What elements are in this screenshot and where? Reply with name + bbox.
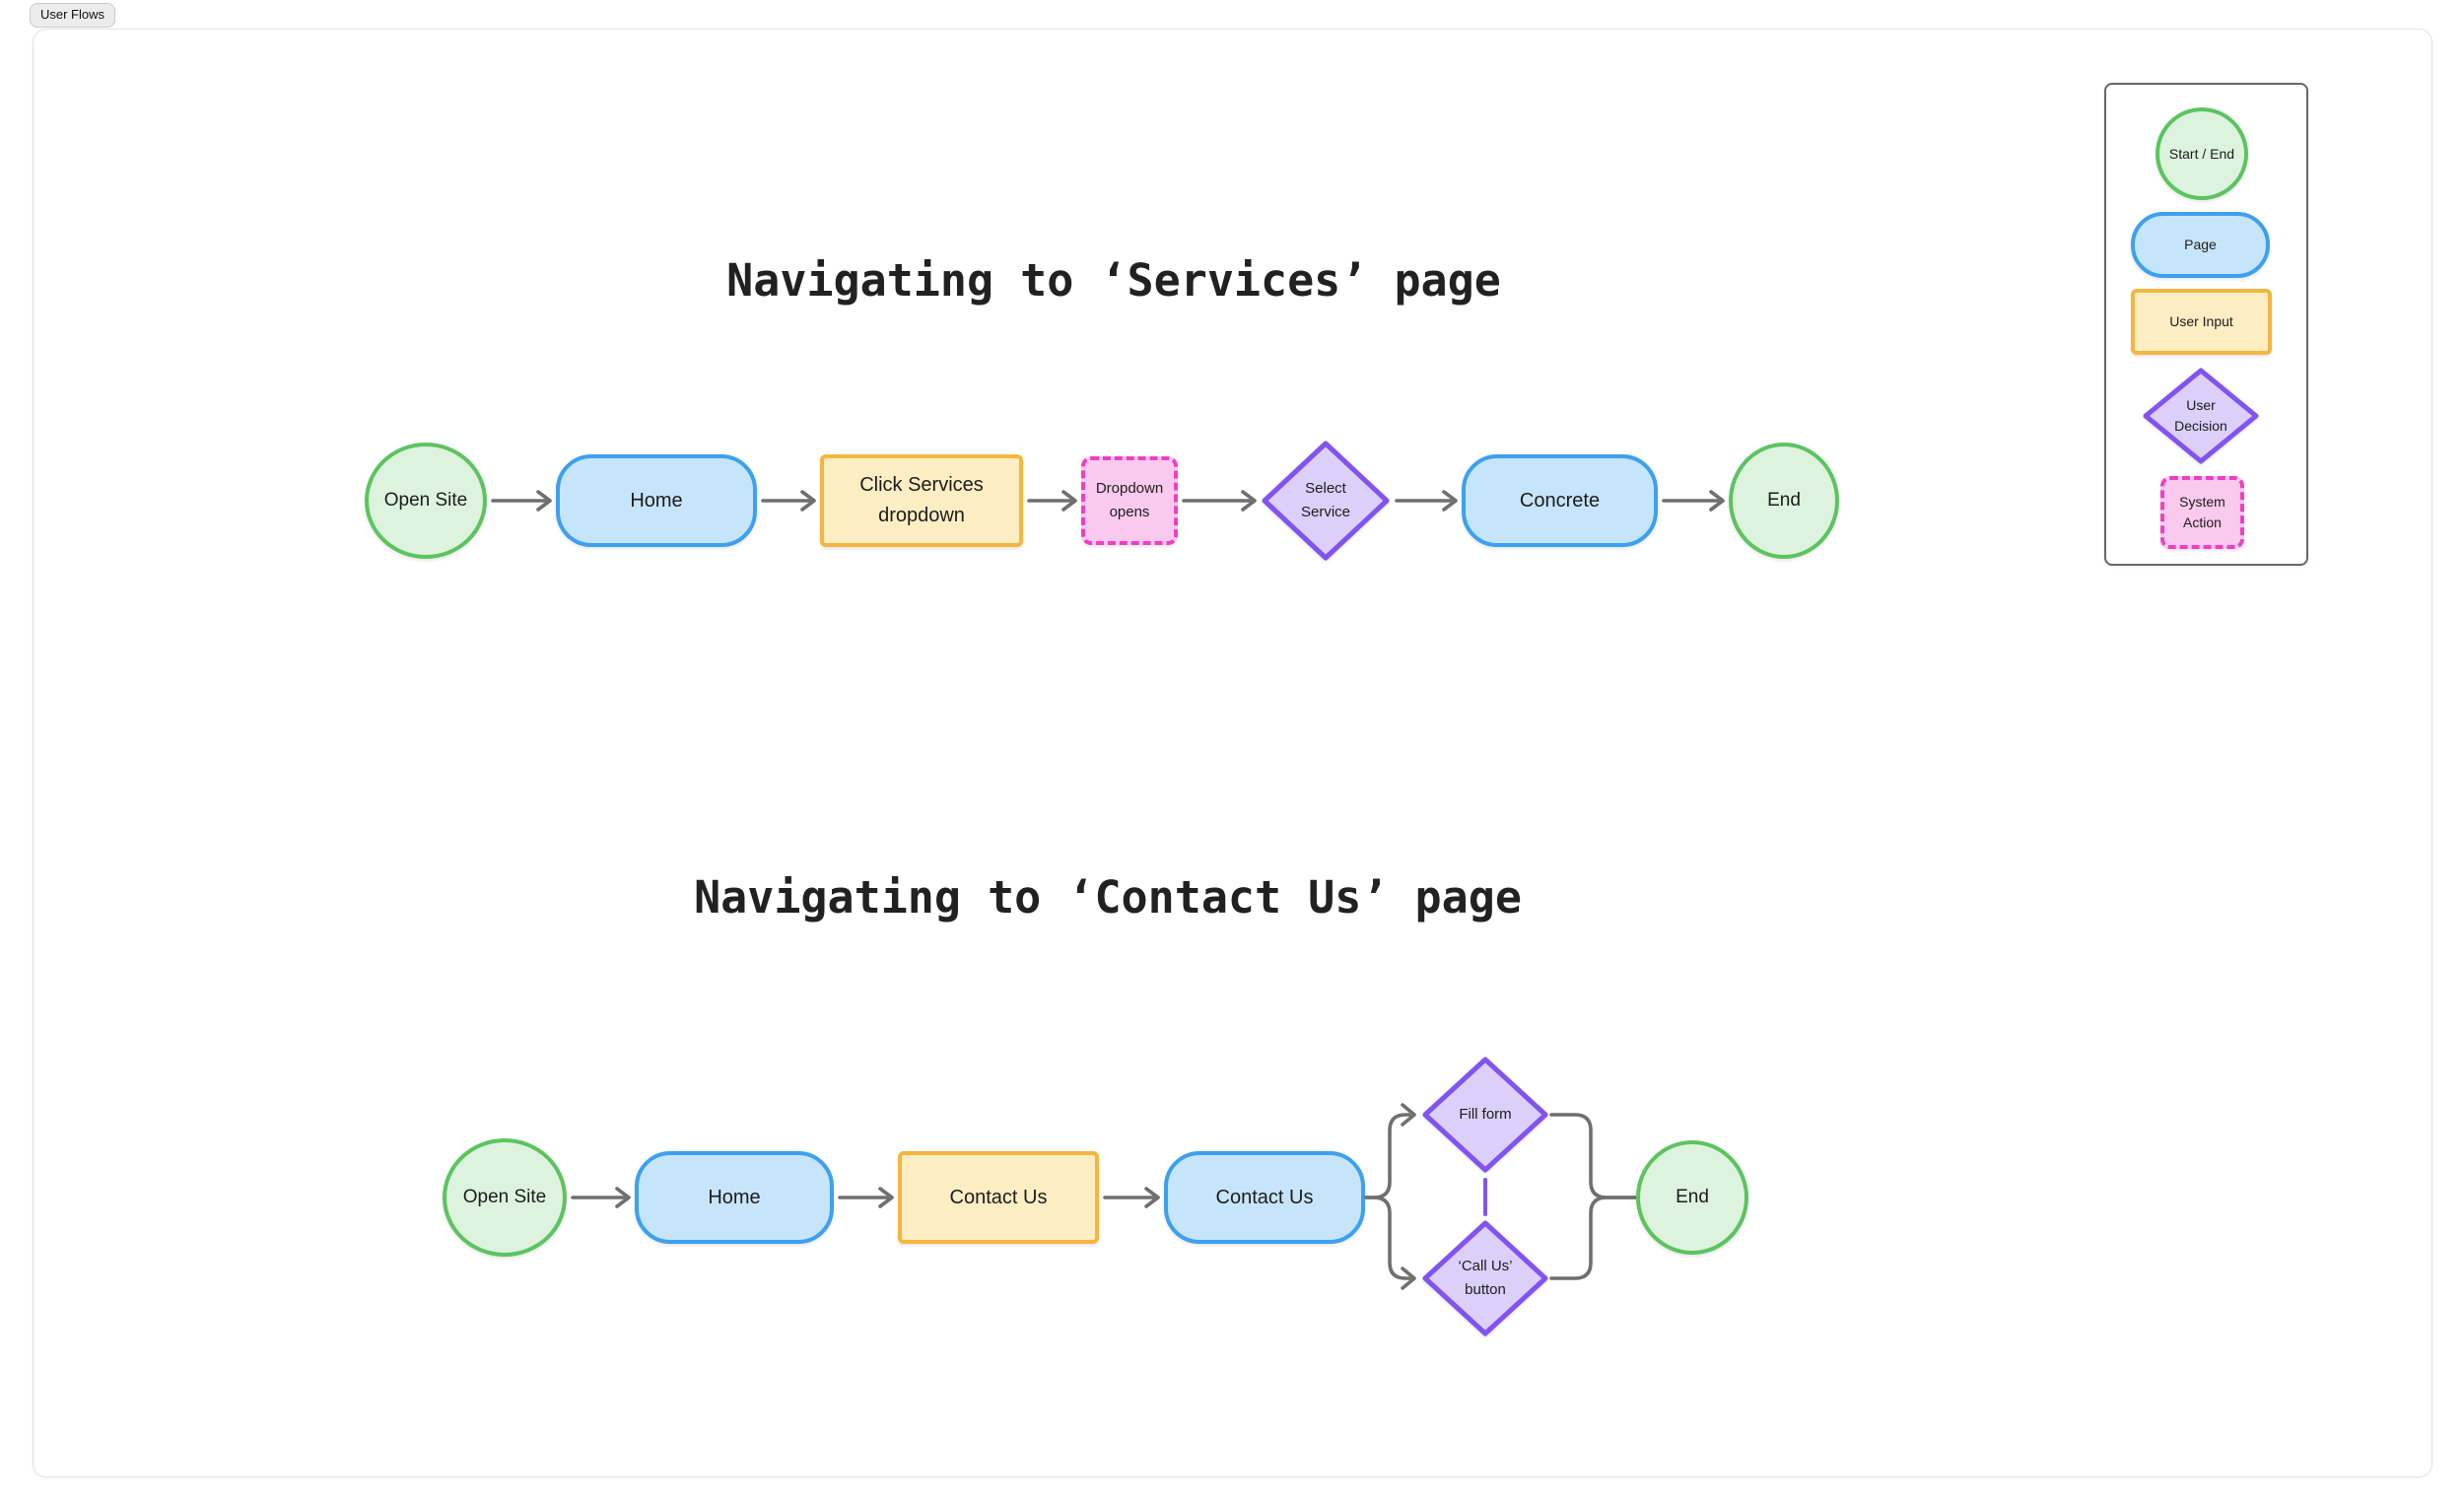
arrow-right-icon bbox=[761, 490, 816, 512]
flow1-node-end[interactable]: End bbox=[1729, 443, 1839, 559]
arrow-right-icon bbox=[1027, 490, 1077, 512]
flow2-node-fill-form[interactable]: Fill form bbox=[1421, 1056, 1549, 1174]
node-label: Select Service bbox=[1300, 480, 1351, 520]
flow1-node-click-services-dropdown[interactable]: Click Services dropdown bbox=[820, 454, 1023, 547]
node-label: Open Site bbox=[383, 489, 468, 511]
merge-top-edge bbox=[1549, 1113, 1637, 1199]
node-label: Concrete bbox=[1519, 489, 1601, 512]
legend-label: System Action bbox=[2179, 494, 2225, 530]
flow2-node-home[interactable]: Home bbox=[635, 1151, 834, 1244]
flow1-node-select-service[interactable]: Select Service bbox=[1261, 440, 1391, 562]
arrow-right-icon bbox=[1182, 490, 1257, 512]
legend-user-decision: User Decision bbox=[2142, 367, 2260, 465]
node-label: Home bbox=[708, 1186, 761, 1208]
legend-label: Page bbox=[2184, 237, 2217, 252]
node-label: ‘Call Us’ button bbox=[1458, 1258, 1513, 1298]
merge-bottom-edge bbox=[1549, 1196, 1637, 1280]
flow1-node-home[interactable]: Home bbox=[556, 454, 757, 547]
branch-connectors bbox=[1364, 1103, 1637, 1290]
node-label: Open Site bbox=[462, 1186, 547, 1207]
node-label: Fill form bbox=[1459, 1106, 1512, 1123]
legend-page: Page bbox=[2131, 212, 2270, 278]
flow1-node-concrete[interactable]: Concrete bbox=[1462, 454, 1658, 547]
flow2-node-open-site[interactable]: Open Site bbox=[443, 1138, 567, 1257]
flow1-node-open-site[interactable]: Open Site bbox=[365, 443, 487, 559]
arrow-right-icon bbox=[1662, 490, 1725, 512]
legend-label: Start / End bbox=[2168, 145, 2235, 162]
node-label: Contact Us bbox=[949, 1186, 1048, 1208]
flow-title-services: Navigating to ‘Services’ page bbox=[726, 254, 1501, 307]
arrow-right-icon bbox=[838, 1187, 894, 1208]
node-label: End bbox=[1767, 489, 1801, 511]
node-label: Contact Us bbox=[1215, 1186, 1314, 1208]
arrow-right-icon bbox=[1103, 1187, 1160, 1208]
flow2-node-end[interactable]: End bbox=[1636, 1140, 1748, 1255]
flow1-node-dropdown-opens[interactable]: Dropdown opens bbox=[1081, 456, 1178, 545]
flow2-node-call-us-button[interactable]: ‘Call Us’ button bbox=[1421, 1219, 1549, 1337]
fork-bottom-arrow bbox=[1364, 1196, 1411, 1280]
node-label: End bbox=[1676, 1186, 1709, 1207]
diamond-shape bbox=[1422, 1220, 1548, 1336]
legend-label: User Input bbox=[2169, 313, 2233, 329]
fork-bottom-arrowhead bbox=[1401, 1266, 1416, 1290]
tab-user-flows[interactable]: User Flows bbox=[30, 3, 116, 28]
legend-user-input: User Input bbox=[2131, 289, 2272, 355]
fork-top-arrow bbox=[1364, 1113, 1411, 1199]
flow-title-contact-us: Navigating to ‘Contact Us’ page bbox=[694, 871, 1522, 924]
flow2-node-contact-us-input[interactable]: Contact Us bbox=[898, 1151, 1099, 1244]
arrow-right-icon bbox=[1395, 490, 1458, 512]
arrow-right-icon bbox=[571, 1187, 631, 1208]
node-label: Home bbox=[630, 489, 683, 512]
fork-top-arrowhead bbox=[1401, 1103, 1416, 1127]
diamond-shape bbox=[2143, 368, 2259, 464]
legend-label: User Decision bbox=[2174, 397, 2227, 434]
node-label: Dropdown opens bbox=[1095, 480, 1164, 520]
node-label: Click Services dropdown bbox=[859, 474, 984, 526]
arrow-right-icon bbox=[491, 490, 552, 512]
diagram-canvas bbox=[33, 29, 2432, 1477]
diamond-shape bbox=[1422, 1057, 1548, 1173]
legend-system-action: System Action bbox=[2160, 476, 2244, 549]
legend-start-end: Start / End bbox=[2156, 107, 2248, 200]
flow2-node-contact-us-page[interactable]: Contact Us bbox=[1164, 1151, 1365, 1244]
diamond-shape bbox=[1262, 441, 1390, 561]
